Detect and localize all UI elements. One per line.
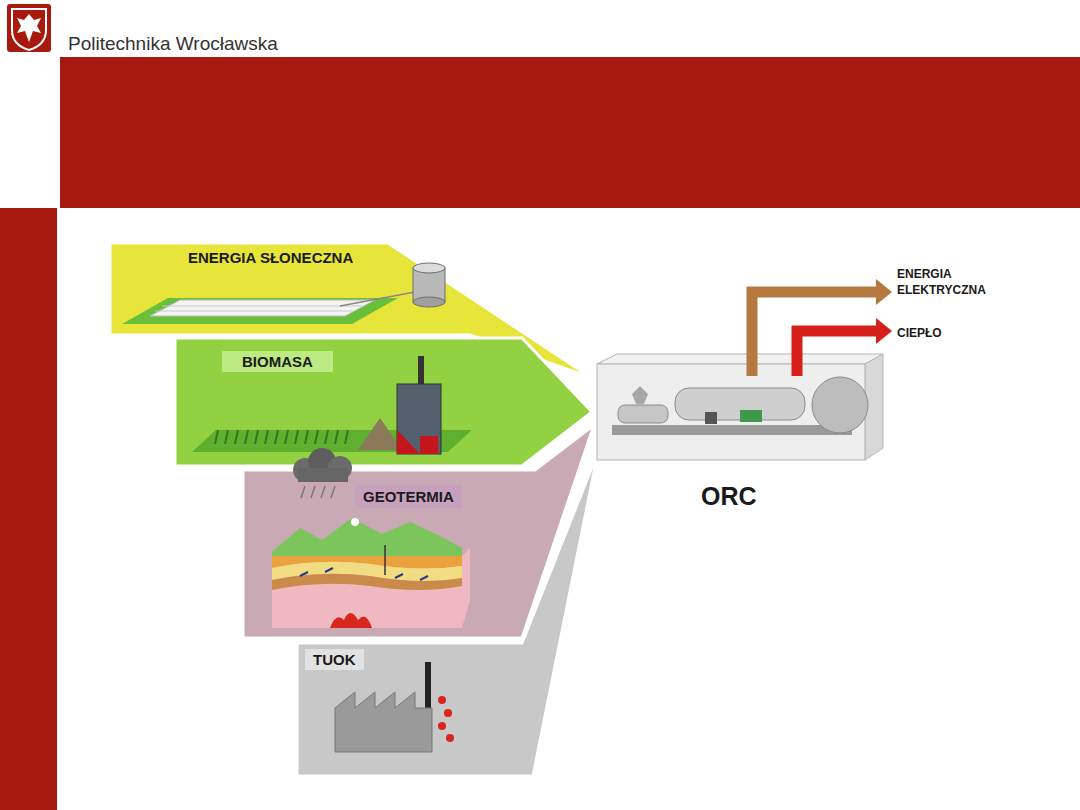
solar-field-part (340, 292, 415, 306)
geothermal-cloud-part (293, 458, 317, 482)
heat-arrow-part (797, 331, 878, 376)
orc-machine-part (812, 377, 868, 433)
biomass-field-part (358, 418, 402, 450)
panel-shape (297, 452, 598, 776)
panel-title: GEOTERMIA (355, 485, 462, 508)
solar-field-part (162, 306, 362, 307)
solar-field-part (122, 298, 398, 324)
factory-part (425, 662, 431, 724)
university-logo-part (12, 9, 46, 50)
panel-shape (175, 338, 592, 466)
geothermal-ground-part (351, 518, 359, 526)
orc-machine-part (705, 412, 717, 424)
geothermal-ground-part (272, 518, 462, 556)
university-logo (7, 4, 51, 52)
solar-field-part (150, 300, 375, 316)
solar-tank (413, 263, 445, 307)
biomass-boiler-part (397, 430, 420, 454)
solar-field (122, 292, 415, 324)
geothermal-ground-part (272, 562, 462, 581)
panel-title: BIOMASA (222, 351, 333, 372)
unit-title: ORC (701, 482, 757, 511)
orc-machine-part (618, 405, 668, 423)
biomass-boiler-part (418, 356, 424, 386)
university-logo-part (17, 14, 41, 42)
output-label: CIEPŁO (897, 325, 942, 341)
geothermal-cloud (293, 448, 352, 498)
housing-top (597, 354, 883, 364)
orc-machine-part (632, 386, 648, 404)
electricity-arrow-part (752, 292, 878, 376)
housing-side (865, 354, 883, 460)
geothermal-cloud-part (308, 448, 336, 476)
biomass-boiler-part (420, 436, 438, 454)
factory-part (444, 709, 452, 717)
heat-arrow-part (876, 318, 892, 344)
solar-field-part (155, 311, 352, 312)
geothermal-cloud-part (298, 468, 348, 482)
solar-tank-part (413, 263, 445, 273)
side-band (0, 208, 57, 810)
orc-unit: ORC (595, 352, 885, 462)
biomass-boiler (397, 356, 441, 454)
university-name: Politechnika Wrocławska (68, 34, 278, 55)
output-label: ENERGIA ELEKTRYCZNA (897, 266, 1007, 298)
housing-front (597, 364, 865, 460)
geothermal-ground (272, 518, 470, 628)
electricity-arrow-part (876, 279, 892, 305)
university-logo-part (7, 4, 51, 52)
panel-title: TUOK (305, 649, 364, 670)
geothermal-cloud-part (328, 456, 352, 480)
geothermal-ground-part (272, 548, 470, 628)
factory-part (438, 696, 446, 704)
geothermal-ground-part (300, 568, 428, 580)
node-outline (595, 352, 885, 462)
energy-source-panel: BIOMASA (175, 338, 592, 466)
biomass-field (192, 418, 472, 452)
factory-part (446, 734, 454, 742)
factory-part (438, 722, 446, 730)
biomass-field-part (192, 430, 472, 452)
factory-part (335, 692, 432, 752)
orc-machine-part (675, 388, 805, 420)
geothermal-ground-part (272, 556, 462, 569)
orc-machine (612, 377, 868, 435)
geothermal-cloud-part (301, 486, 335, 498)
factory (335, 662, 454, 752)
electricity-arrow (752, 279, 892, 376)
geothermal-ground-part (330, 613, 372, 628)
solar-tank-part (413, 268, 445, 302)
solar-tank-part (413, 297, 445, 307)
orc-machine-part (740, 410, 762, 422)
geothermal-ground-part (272, 574, 462, 590)
geothermal-ground-part (384, 545, 386, 575)
title-band (60, 57, 1080, 208)
biomass-field-part (215, 430, 348, 444)
biomass-boiler-part (397, 384, 441, 454)
heat-arrow (797, 318, 892, 376)
orc-machine-part (612, 425, 852, 435)
panel-title: ENERGIA SŁONECZNA (188, 249, 353, 266)
